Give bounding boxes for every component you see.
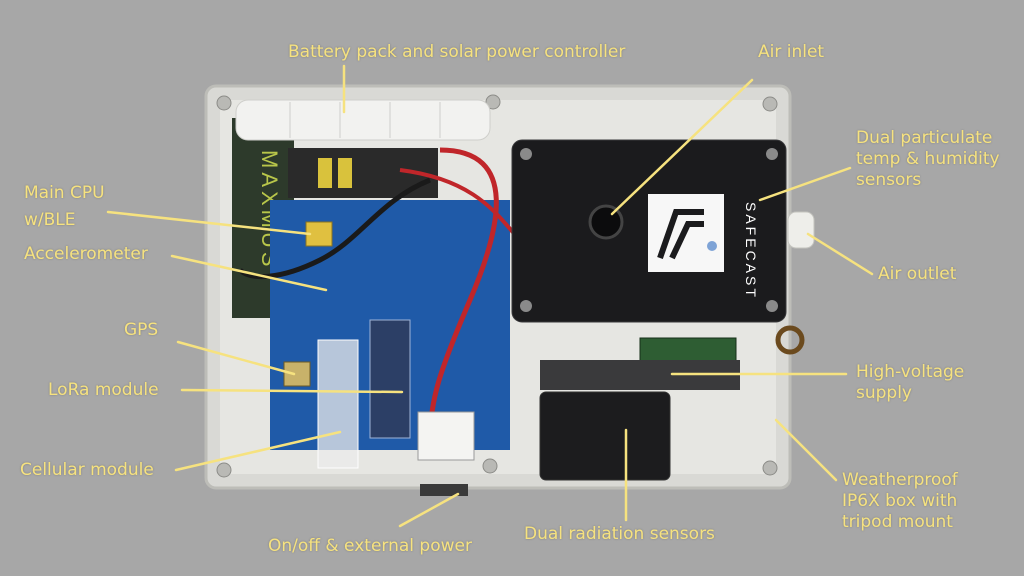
screw-icon xyxy=(216,95,232,111)
leader-weatherproof xyxy=(774,418,838,482)
screw-icon xyxy=(762,96,778,112)
safecast-logo-icon xyxy=(657,209,704,260)
air-inlet-port xyxy=(588,204,624,240)
screw-icon xyxy=(520,300,532,312)
screw-icon xyxy=(482,458,498,474)
tripod-mount xyxy=(775,325,805,355)
power-connector xyxy=(417,411,475,461)
wire-red xyxy=(427,147,499,441)
label-main-cpu: Main CPU w/BLE xyxy=(24,183,105,230)
label-radiation: Dual radiation sensors xyxy=(524,524,715,544)
safecast-brand-text: SAFECAST xyxy=(743,202,759,300)
leader-on-off xyxy=(398,492,460,528)
leader-cellular xyxy=(174,430,342,472)
label-on-off: On/off & external power xyxy=(268,536,472,556)
label-battery: Battery pack and solar power controller xyxy=(288,42,626,62)
label-accelerometer: Accelerometer xyxy=(24,244,148,264)
screw-icon xyxy=(766,148,778,160)
leader-air-inlet xyxy=(610,78,754,216)
lora-module xyxy=(369,319,411,439)
screw-icon xyxy=(766,300,778,312)
label-particulate: Dual particulate temp & humidity sensors xyxy=(856,128,1000,190)
capacitor xyxy=(318,158,332,188)
leader-particulate xyxy=(758,166,852,202)
capacitor xyxy=(338,158,352,188)
gps-module xyxy=(283,361,311,387)
safecast-logo-dot xyxy=(707,241,717,251)
label-air-inlet: Air inlet xyxy=(758,42,825,62)
screw-icon xyxy=(485,94,501,110)
label-gps: GPS xyxy=(124,320,159,340)
air-outlet-tube xyxy=(787,211,815,249)
leader-accelerometer xyxy=(170,254,328,292)
label-lora: LoRa module xyxy=(48,380,159,400)
label-hv-supply: High-voltage supply xyxy=(856,362,965,403)
label-air-outlet: Air outlet xyxy=(878,264,957,284)
leader-air-outlet xyxy=(806,232,874,276)
power-switch xyxy=(420,484,468,496)
leader-main-cpu xyxy=(106,210,312,236)
screw-icon xyxy=(216,462,232,478)
label-weatherproof: Weatherproof IP6X box with tripod mount xyxy=(842,470,958,532)
label-cellular: Cellular module xyxy=(20,460,154,480)
screw-icon xyxy=(762,460,778,476)
cellular-module xyxy=(317,339,359,469)
leader-lora xyxy=(180,388,404,394)
wire-black xyxy=(238,177,431,280)
radiation-sensor-box xyxy=(539,391,671,481)
leader-gps xyxy=(176,340,296,376)
screw-icon xyxy=(520,148,532,160)
battery-pack xyxy=(235,99,491,141)
